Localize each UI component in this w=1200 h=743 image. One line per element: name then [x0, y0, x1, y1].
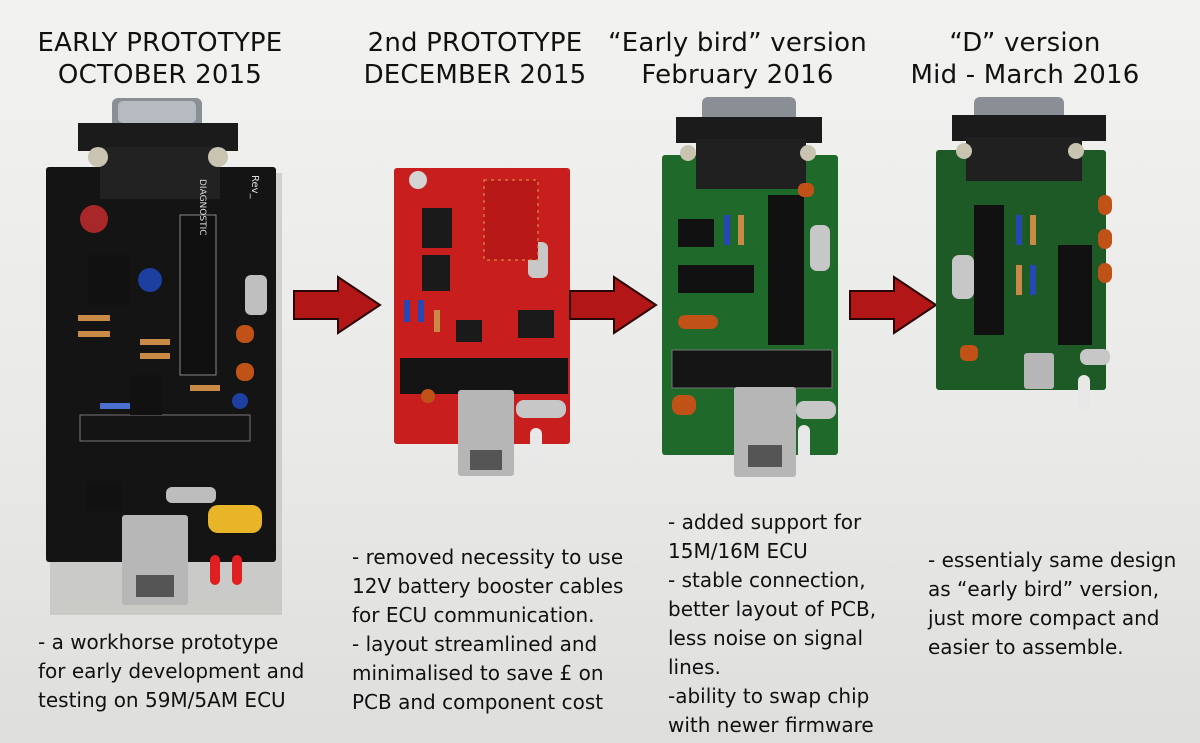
- description-line: testing on 59M/5AM ECU: [38, 688, 286, 712]
- description-line: minimalised to save £ on: [352, 661, 604, 685]
- description-line: 15M/16M ECU: [668, 539, 808, 563]
- components: [78, 205, 267, 511]
- title-line-2: Mid - March 2016: [910, 60, 1140, 90]
- red-led-2: [232, 555, 242, 585]
- 2nd-prototype-board: [394, 168, 570, 476]
- title-line-1: 2nd PROTOTYPE: [367, 28, 583, 58]
- white-led: [1078, 375, 1090, 411]
- description-line: as “early bird” version,: [928, 577, 1160, 601]
- description-line: with newer firmware: [668, 713, 874, 737]
- white-led: [798, 425, 810, 465]
- db9-connector: [952, 97, 1106, 181]
- title-line-2: February 2016: [641, 60, 834, 90]
- description-2nd-prototype: - removed necessity to use 12V battery b…: [352, 543, 623, 717]
- white-led: [530, 428, 542, 468]
- description-line: easier to assemble.: [928, 635, 1124, 659]
- description-line: - a workhorse prototype: [38, 630, 279, 654]
- title-early-bird: “Early bird” version February 2016: [600, 27, 875, 91]
- yellow-capacitor: [208, 505, 262, 533]
- components: [400, 171, 568, 403]
- description-d-version: - essentialy same design as “early bird”…: [928, 546, 1176, 662]
- description-early-prototype: - a workhorse prototype for early develo…: [38, 628, 304, 715]
- db9-connector: [78, 98, 238, 199]
- description-line: for early development and: [38, 659, 305, 683]
- description-line: - layout streamlined and: [352, 632, 598, 656]
- crystal: [796, 401, 836, 419]
- description-line: lines.: [668, 655, 721, 679]
- title-line-1: “Early bird” version: [608, 28, 867, 58]
- red-led-1: [210, 555, 220, 585]
- early-prototype-board: Rev_ DIAGNOSTIC: [46, 98, 282, 615]
- title-line-2: OCTOBER 2015: [57, 60, 263, 90]
- silkscreen-rev: Rev_: [249, 175, 260, 200]
- description-line: PCB and component cost: [352, 690, 604, 714]
- mini-usb-connector: [1024, 353, 1054, 389]
- title-line-1: “D” version: [949, 28, 1101, 58]
- crystal: [516, 400, 566, 418]
- description-line: for ECU communication.: [352, 603, 595, 627]
- silkscreen-diagnostic: DIAGNOSTIC: [197, 179, 207, 236]
- d-version-board: [936, 97, 1112, 411]
- title-2nd-prototype: 2nd PROTOTYPE DECEMBER 2015: [340, 27, 610, 91]
- description-early-bird: - added support for 15M/16M ECU - stable…: [668, 508, 876, 740]
- usb-b-connector: [122, 515, 188, 605]
- description-line: - essentialy same design: [928, 548, 1177, 572]
- description-line: just more compact and: [928, 606, 1160, 630]
- early-bird-board: [662, 97, 838, 477]
- usb-b-connector: [458, 390, 514, 476]
- db9-connector: [676, 97, 822, 189]
- description-line: - stable connection,: [668, 568, 866, 592]
- title-d-version: “D” version Mid - March 2016: [895, 27, 1155, 91]
- description-line: better layout of PCB,: [668, 597, 877, 621]
- description-line: -ability to swap chip: [668, 684, 870, 708]
- title-line-1: EARLY PROTOTYPE: [37, 28, 283, 58]
- description-line: - added support for: [668, 510, 862, 534]
- description-line: 12V battery booster cables: [352, 574, 624, 598]
- title-early-prototype: EARLY PROTOTYPE OCTOBER 2015: [20, 27, 300, 91]
- components: [671, 183, 833, 415]
- arrow-right-icon: [293, 275, 382, 335]
- arrow-right-icon: [849, 275, 938, 335]
- usb-b-connector: [734, 387, 796, 477]
- components: [952, 195, 1112, 365]
- title-line-2: DECEMBER 2015: [363, 60, 587, 90]
- description-line: less noise on signal: [668, 626, 864, 650]
- arrow-right-icon: [569, 275, 658, 335]
- description-line: - removed necessity to use: [352, 545, 624, 569]
